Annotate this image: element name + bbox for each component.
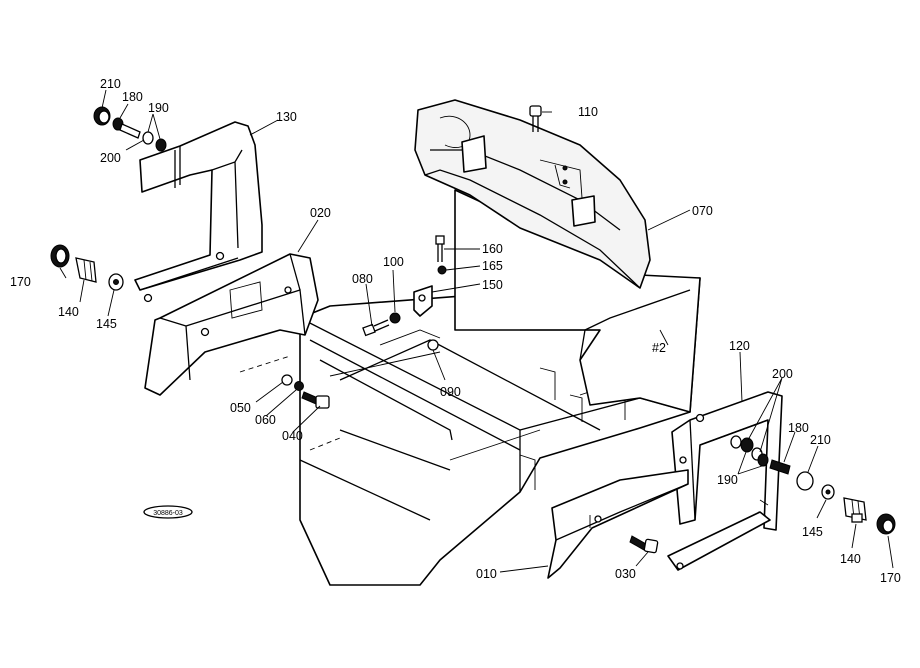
bolt-080 — [362, 319, 390, 337]
bolt-160 — [435, 235, 445, 262]
cap-170-right — [876, 513, 896, 535]
cap-170-left — [50, 244, 70, 268]
bracket-020 — [144, 253, 319, 396]
callout-030: 030 — [615, 567, 636, 581]
callout-020: 020 — [310, 206, 331, 220]
cap-210-top — [93, 106, 111, 126]
callout-labels: 210 180 190 200 130 110 070 020 170 140 … — [10, 77, 901, 585]
bolt-040 — [301, 391, 330, 409]
callout-190-right: 190 — [717, 473, 738, 487]
leader-lines — [59, 89, 894, 573]
callout-150: 150 — [482, 278, 503, 292]
callout-160: 160 — [482, 242, 503, 256]
callout-180-right: 180 — [788, 421, 809, 435]
bushing-140-left — [75, 257, 97, 283]
callout-200-right: 200 — [772, 367, 793, 381]
callout-010: 010 — [476, 567, 497, 581]
spacer-180-top — [112, 117, 141, 139]
sheet-mark: #2 — [652, 341, 666, 355]
callout-140-left: 140 — [58, 305, 79, 319]
counterweight-070 — [414, 99, 651, 289]
callout-120: 120 — [729, 339, 750, 353]
washer-060 — [294, 381, 304, 391]
callout-210-top: 210 — [100, 77, 121, 91]
callout-170-left: 170 — [10, 275, 31, 289]
nut-090 — [427, 339, 446, 381]
drawing-code-stamp: 30886-03 — [143, 505, 193, 519]
washer-190-top — [155, 138, 167, 152]
callout-080: 080 — [352, 272, 373, 286]
washers-200-right — [730, 435, 769, 467]
washer-050 — [281, 374, 293, 386]
bracket-150 — [413, 285, 433, 317]
bolt-110 — [529, 105, 542, 132]
callout-190-top: 190 — [148, 101, 169, 115]
callout-165: 165 — [482, 259, 503, 273]
callout-130: 130 — [276, 110, 297, 124]
washer-200-top — [142, 131, 154, 145]
plate-010 — [547, 469, 689, 579]
bracket-130 — [134, 121, 263, 303]
callout-040: 040 — [282, 429, 303, 443]
bolt-030 — [629, 535, 659, 554]
callout-100: 100 — [383, 255, 404, 269]
washer-145-left — [108, 273, 124, 291]
callout-070: 070 — [692, 204, 713, 218]
callout-180-top: 180 — [122, 90, 143, 104]
cap-210-right — [796, 471, 814, 491]
callout-145-right: 145 — [802, 525, 823, 539]
plate-small — [667, 511, 771, 571]
washer-145-right — [821, 484, 835, 500]
callout-050: 050 — [230, 401, 251, 415]
washer-100 — [389, 312, 401, 324]
drawing-code-text: 30886-03 — [153, 510, 183, 517]
callout-170-right: 170 — [880, 571, 901, 585]
callout-060: 060 — [255, 413, 276, 427]
callout-090: 090 — [440, 385, 461, 399]
callout-200-top: 200 — [100, 151, 121, 165]
callout-140-right: 140 — [840, 552, 861, 566]
callout-145-left: 145 — [96, 317, 117, 331]
spacer-180-right — [769, 459, 791, 475]
callout-110: 110 — [578, 105, 598, 119]
bushing-140-right — [843, 497, 867, 523]
callout-210-right: 210 — [810, 433, 831, 447]
washer-165 — [437, 265, 447, 275]
